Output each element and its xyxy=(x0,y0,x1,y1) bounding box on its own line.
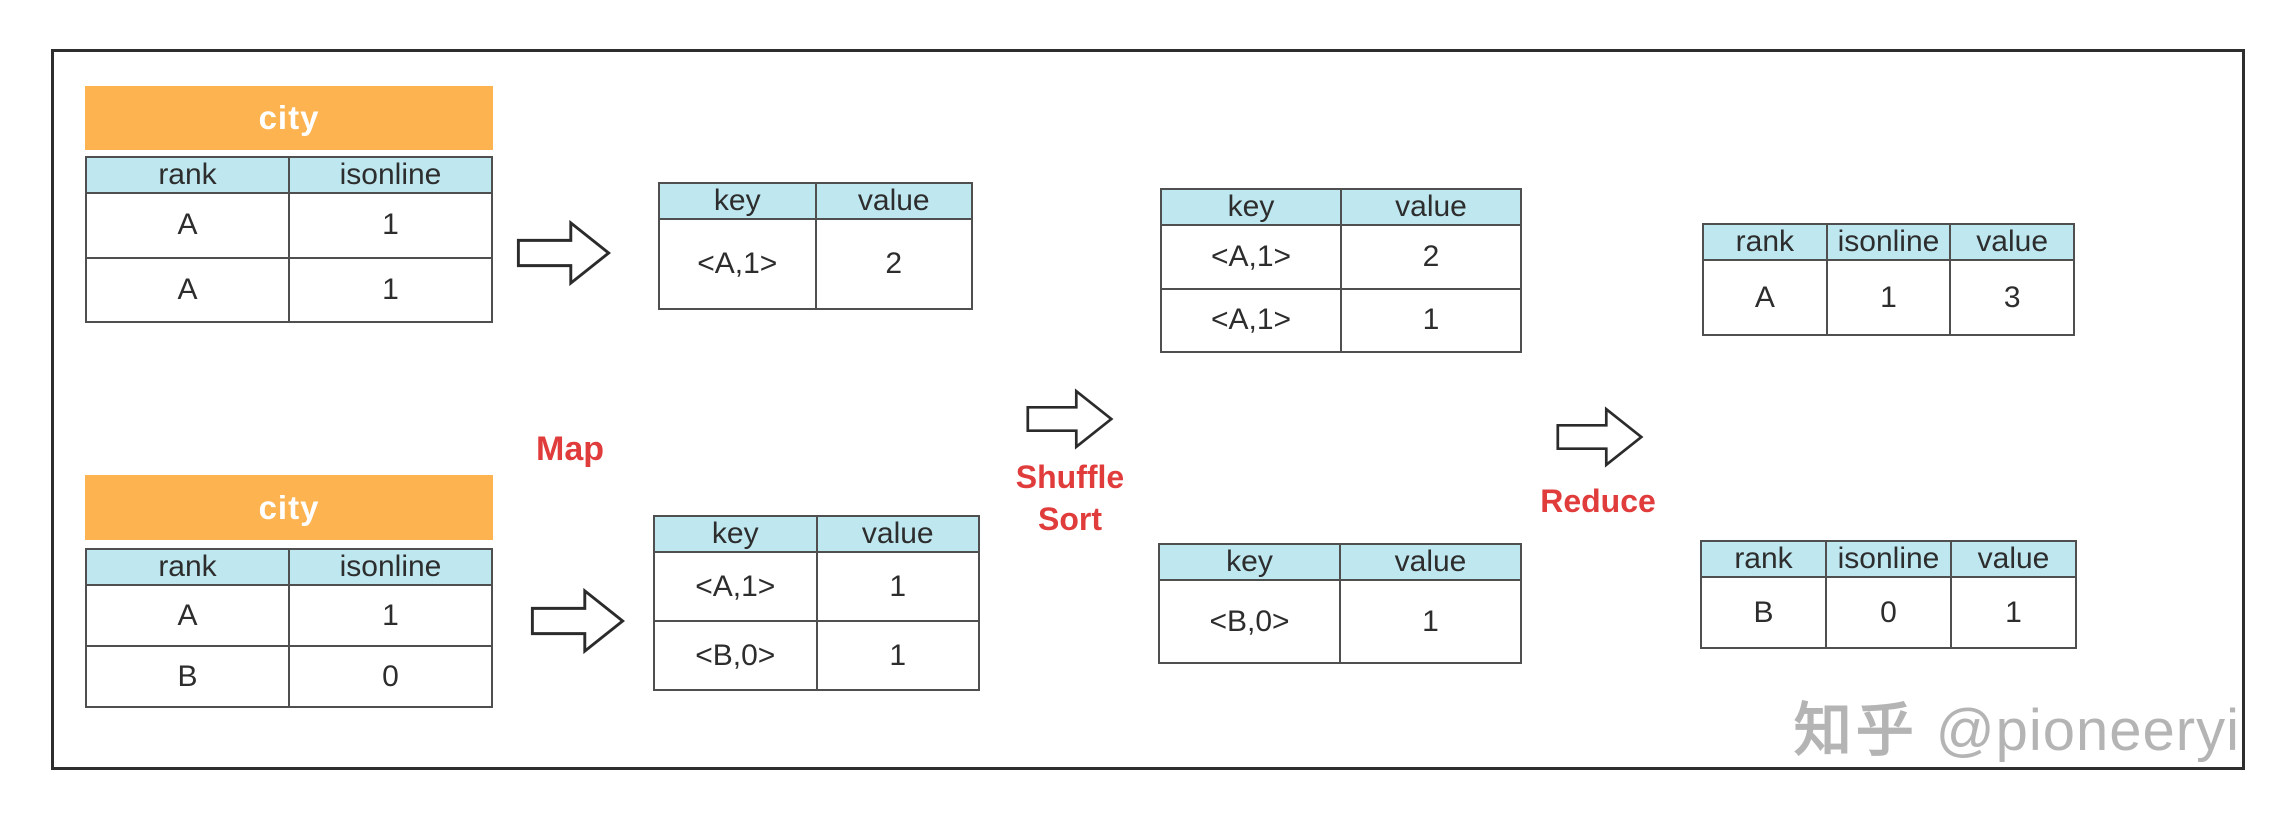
column-header: value xyxy=(1339,543,1522,581)
shuffle-stage-label: Shuffle Sort xyxy=(1016,456,1124,540)
column-header: isonline xyxy=(288,156,493,194)
shuffle-stage-label-line1: Shuffle xyxy=(1015,459,1125,495)
table-row: <A,1>1 xyxy=(653,551,980,622)
column-header: isonline xyxy=(1825,223,1952,261)
column-header: key xyxy=(658,182,817,220)
table-cell: A xyxy=(85,584,290,647)
table-cell: 1 xyxy=(288,584,493,647)
city-table-top-title: city xyxy=(85,86,493,150)
table-cell: 1 xyxy=(288,256,493,323)
table-cell: 2 xyxy=(814,218,973,310)
column-header: value xyxy=(1950,540,2077,578)
map-arrow-top-icon xyxy=(516,220,612,286)
column-header: value xyxy=(815,515,980,553)
map-stage-label: Map xyxy=(536,430,604,468)
table-cell: <B,0> xyxy=(1158,579,1341,664)
table-row: <A,1>2 xyxy=(1160,224,1522,290)
table-cell: 1 xyxy=(815,620,980,691)
table-cell: A xyxy=(85,192,290,259)
table-cell: B xyxy=(85,645,290,708)
column-header: key xyxy=(1160,188,1342,226)
city-table-bottom-title: city xyxy=(85,475,493,540)
table-cell: <A,1> xyxy=(658,218,817,310)
table-cell: B xyxy=(1700,576,1827,649)
table-cell: <B,0> xyxy=(653,620,818,691)
column-header: rank xyxy=(1700,540,1827,578)
table-cell: <A,1> xyxy=(1160,287,1342,353)
table-cell: 1 xyxy=(288,192,493,259)
column-header: rank xyxy=(1702,223,1828,261)
column-header: isonline xyxy=(1825,540,1952,578)
column-header: rank xyxy=(85,156,290,194)
column-header: value xyxy=(814,182,973,220)
map-arrow-bottom-icon xyxy=(530,588,626,654)
table-cell: A xyxy=(1702,259,1828,336)
column-header: isonline xyxy=(288,548,493,586)
table-cell: A xyxy=(85,256,290,323)
shuffle-stage-label-line2: Sort xyxy=(1038,501,1102,537)
table-row: <A,1>1 xyxy=(1160,287,1522,353)
table-cell: <A,1> xyxy=(1160,224,1342,290)
table-cell: 1 xyxy=(815,551,980,622)
watermark-brand: 知乎 xyxy=(1793,698,1918,763)
column-header: value xyxy=(1340,188,1522,226)
table-row: <B,0>1 xyxy=(1158,579,1522,664)
table-cell: 1 xyxy=(1340,287,1522,353)
table-row: <B,0>1 xyxy=(653,620,980,691)
table-cell: 1 xyxy=(1339,579,1522,664)
table-cell: 1 xyxy=(1950,576,2077,649)
table-cell: 2 xyxy=(1340,224,1522,290)
table-cell: <A,1> xyxy=(653,551,818,622)
table-cell: 3 xyxy=(1949,259,2075,336)
shuffle-arrow-icon xyxy=(1026,388,1114,450)
column-header: rank xyxy=(85,548,290,586)
column-header: value xyxy=(1949,223,2075,261)
table-cell: 0 xyxy=(288,645,493,708)
watermark-handle: @pioneeryi xyxy=(1935,698,2240,763)
table-cell: 0 xyxy=(1825,576,1952,649)
column-header: key xyxy=(653,515,818,553)
reduce-arrow-icon xyxy=(1556,406,1644,468)
watermark: 知乎 @pioneeryi xyxy=(1794,683,2240,767)
table-cell: 1 xyxy=(1825,259,1952,336)
column-header: key xyxy=(1158,543,1341,581)
table-row: <A,1>2 xyxy=(658,218,973,310)
reduce-stage-label: Reduce xyxy=(1540,483,1656,519)
